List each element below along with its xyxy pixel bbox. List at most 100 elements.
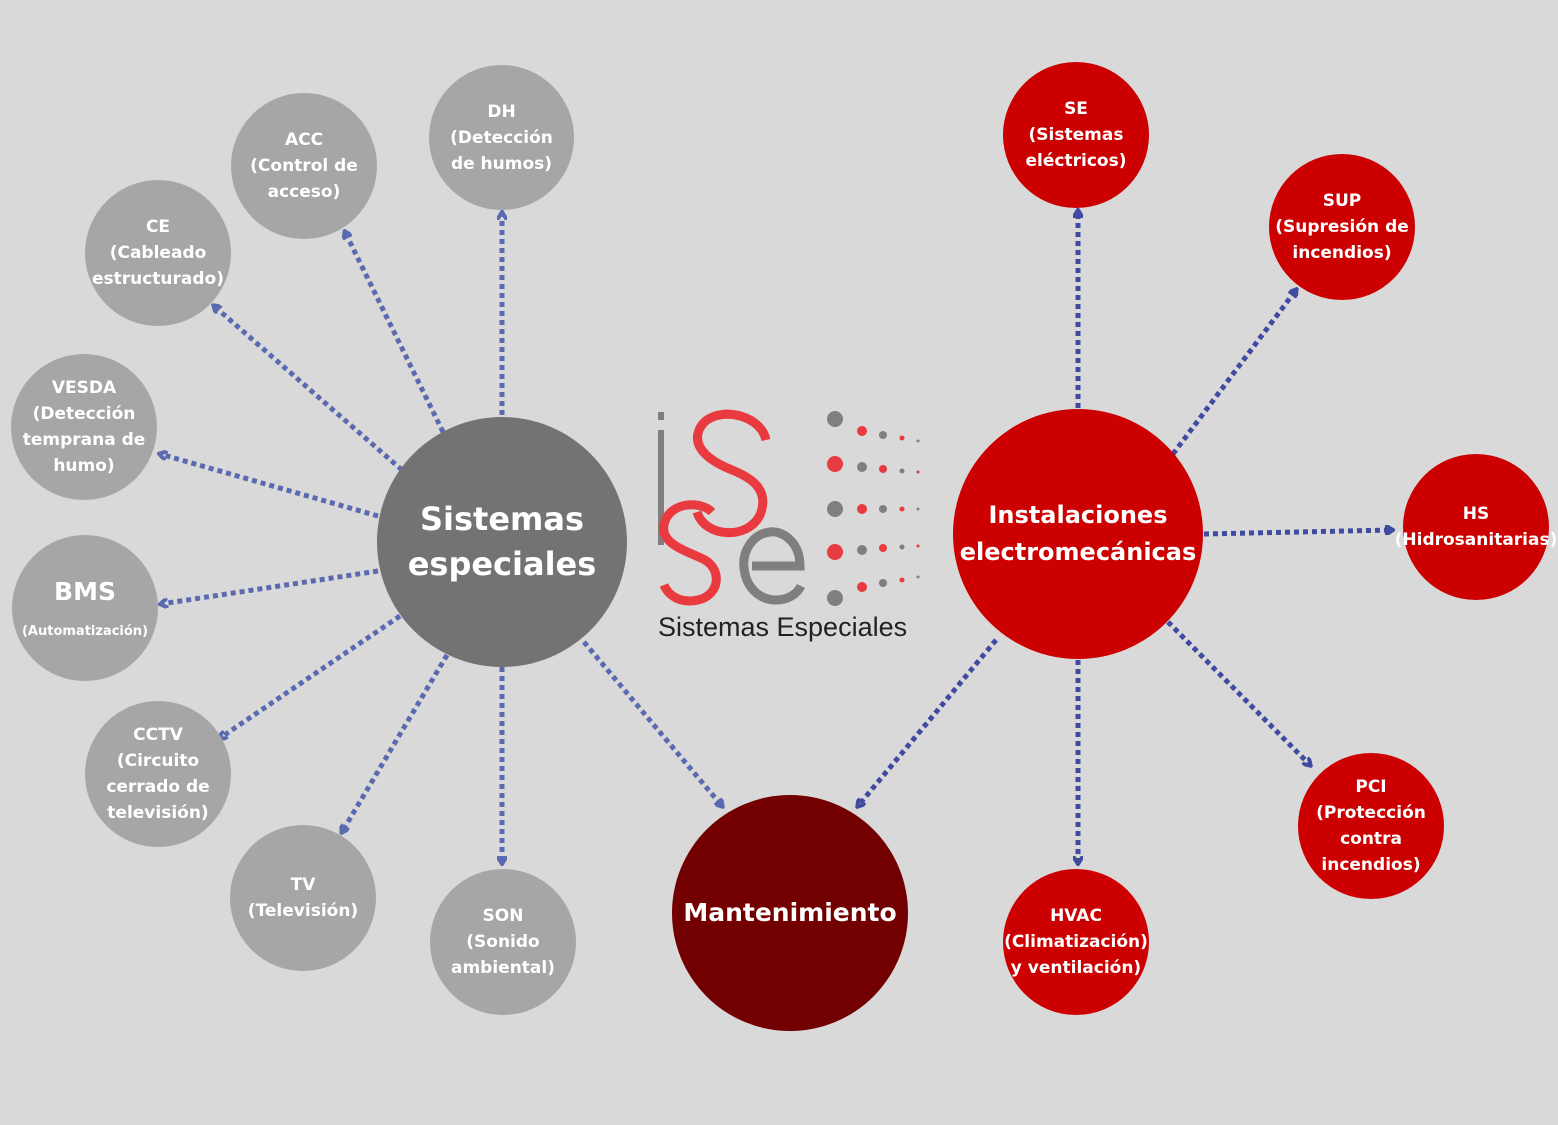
node-pci: PCI (Protección contra incendios)	[1298, 753, 1444, 899]
bms-title: BMS	[54, 577, 116, 606]
node-son: SON (Sonido ambiental)	[430, 869, 576, 1015]
node-ce-line-3: estructurado)	[91, 269, 225, 289]
node-se-line-1: SE	[1064, 99, 1088, 119]
hub-instalaciones-electromecanicas-line-1: Instalaciones	[988, 501, 1168, 529]
hub-sistemas-especiales: Sistemas especiales	[377, 417, 627, 667]
logo-dot	[827, 501, 843, 517]
arrow-sistemas-to-mantenimiento	[582, 640, 722, 806]
logo-dot	[899, 577, 905, 583]
logo-dot	[857, 426, 867, 436]
logo-dot	[899, 468, 905, 474]
hub-mantenimiento-line-1: Mantenimiento	[683, 898, 897, 927]
logo-dot	[827, 411, 843, 427]
logo-dot	[827, 456, 843, 472]
isse-logo-graphic	[658, 409, 920, 606]
node-acc: ACC (Control de acceso)	[231, 93, 377, 239]
logo-dot	[879, 505, 887, 513]
logo-dot	[899, 506, 905, 512]
node-cctv-line-3: cerrado de	[106, 777, 210, 797]
node-tv-line-1: TV	[290, 875, 316, 895]
logo-text: Sistemas Especiales	[658, 612, 908, 642]
node-hvac-line-1: HVAC	[1050, 906, 1102, 926]
arrow-to-pci	[1166, 620, 1310, 765]
arrow-to-ce	[214, 306, 404, 472]
node-dh-line-1: DH	[487, 101, 516, 122]
hub-instalaciones-electromecanicas-line-2: electromecánicas	[959, 538, 1197, 566]
connector-arrows	[160, 211, 1392, 863]
logo-dot	[857, 545, 867, 555]
logo-dot	[916, 544, 920, 548]
node-se-line-2: (Sistemas	[1028, 125, 1124, 145]
node-pci-line-3: contra	[1340, 829, 1402, 849]
logo-dot	[879, 431, 887, 439]
node-ce-line-1: CE	[145, 217, 171, 237]
logo-dot	[916, 575, 920, 579]
node-hvac-line-2: (Climatización)	[1004, 932, 1148, 952]
logo-dot	[827, 590, 843, 606]
arrow-to-cctv	[220, 613, 402, 738]
arrow-to-tv	[342, 653, 450, 832]
logo-dot	[916, 439, 920, 443]
logo-dot	[879, 579, 887, 587]
node-hs-line-2: (Hidrosanitarias)	[1394, 530, 1558, 550]
node-acc-line-2: (Control de	[250, 156, 358, 176]
node-ce: CE (Cableado estructurado)	[85, 180, 231, 326]
node-dh: DH (Detección de humos)	[429, 65, 574, 210]
node-cctv-line-2: (Circuito	[116, 751, 200, 771]
node-sup-line-3: incendios)	[1292, 243, 1392, 263]
node-sup-line-1: SUP	[1322, 191, 1362, 211]
logo-dot	[899, 544, 905, 550]
node-vesda-line-3: temprana de	[22, 430, 146, 450]
logo-dot	[916, 507, 920, 511]
node-hvac: HVAC (Climatización) y ventilación)	[1003, 869, 1149, 1015]
node-son-line-1: SON	[482, 906, 524, 926]
node-tv-line-2: (Televisión)	[247, 901, 359, 921]
node-tv: TV (Televisión)	[230, 825, 376, 971]
logo-dot	[857, 582, 867, 592]
node-hs: HS (Hidrosanitarias)	[1395, 454, 1557, 600]
node-acc-line-3: acceso)	[267, 182, 341, 202]
logo-dot	[916, 470, 920, 474]
node-vesda-line-2: (Detección	[32, 404, 136, 424]
node-pci-line-1: PCI	[1355, 777, 1387, 797]
logo-dot	[899, 435, 905, 441]
node-cctv: CCTV (Circuito cerrado de televisión)	[85, 701, 231, 847]
node-son-line-2: (Sonido	[466, 932, 540, 952]
node-acc-line-1: ACC	[284, 130, 324, 150]
node-cctv-line-4: televisión)	[107, 803, 209, 823]
arrow-instalaciones-to-mantenimiento	[858, 638, 998, 806]
arrow-to-hs	[1203, 530, 1392, 537]
arrow-to-bms	[161, 568, 379, 604]
bms-subtitle: (Automatización)	[21, 624, 149, 639]
node-cctv-line-1: CCTV	[133, 725, 183, 745]
node-dh-line-3: de humos)	[450, 153, 553, 174]
arrow-to-acc	[345, 232, 446, 434]
logo-dot	[857, 462, 867, 472]
hub-sistemas-especiales-line-2: especiales	[407, 545, 597, 583]
node-son-line-3: ambiental)	[450, 958, 555, 978]
node-vesda-line-1: VESDA	[51, 378, 117, 398]
node-ce-line-2: (Cableado	[109, 243, 207, 263]
node-sup: SUP (Supresión de incendios)	[1269, 154, 1415, 300]
logo-dot	[879, 465, 887, 473]
arrow-to-vesda	[160, 454, 379, 519]
hub-sistemas-especiales-line-1: Sistemas	[419, 500, 585, 538]
arrow-to-sup	[1171, 290, 1296, 456]
node-sup-line-2: (Supresión de	[1275, 217, 1409, 237]
node-se: SE (Sistemas eléctricos)	[1003, 62, 1149, 208]
logo-dot	[857, 504, 867, 514]
node-hs-line-1: HS	[1462, 504, 1490, 524]
node-dh-line-2: (Detección	[450, 127, 553, 148]
logo-dot	[879, 544, 887, 552]
logo-dot	[827, 544, 843, 560]
hub-mantenimiento: Mantenimiento	[672, 795, 908, 1031]
node-pci-line-2: (Protección	[1316, 803, 1426, 823]
node-hvac-line-3: y ventilación)	[1010, 958, 1142, 978]
node-se-line-3: eléctricos)	[1025, 151, 1127, 171]
hub-instalaciones-electromecanicas: Instalaciones electromecánicas	[953, 409, 1203, 659]
node-vesda-line-4: humo)	[53, 456, 115, 476]
node-pci-line-4: incendios)	[1321, 855, 1421, 875]
node-bms: BMS (Automatización)	[12, 535, 158, 681]
node-vesda: VESDA (Detección temprana de humo)	[11, 354, 157, 500]
